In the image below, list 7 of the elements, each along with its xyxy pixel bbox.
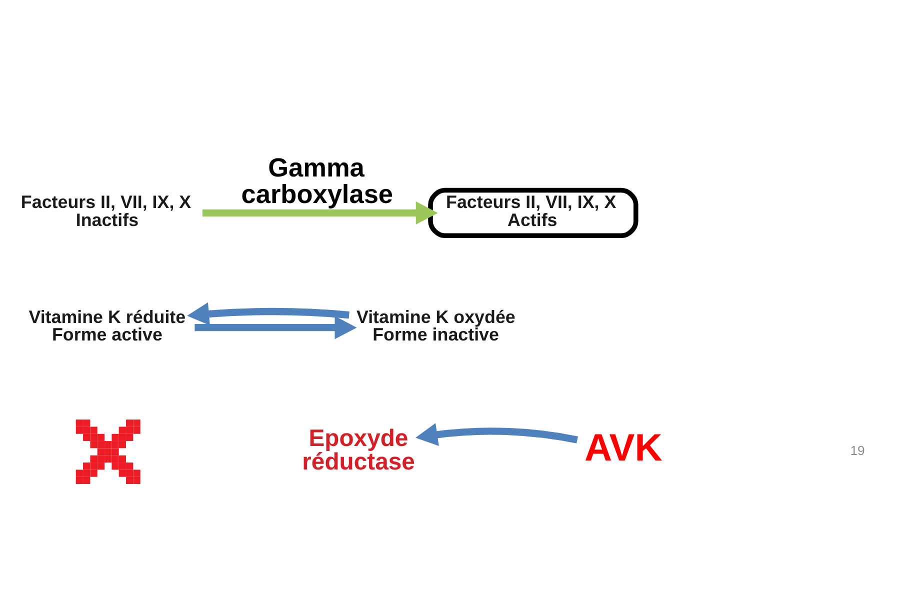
node-text: Epoxyde réductase <box>302 424 414 476</box>
node-text: Vitamine K réduite Forme active <box>28 306 186 345</box>
node-text: Facteurs II, VII, IX, X Inactifs <box>20 192 191 230</box>
edge-label: Gamma carboxylase <box>240 152 393 209</box>
label: 19 <box>850 443 864 458</box>
node-text: Vitamine K oxydée Forme inactive <box>356 306 515 345</box>
node-text: AVK <box>584 426 662 470</box>
